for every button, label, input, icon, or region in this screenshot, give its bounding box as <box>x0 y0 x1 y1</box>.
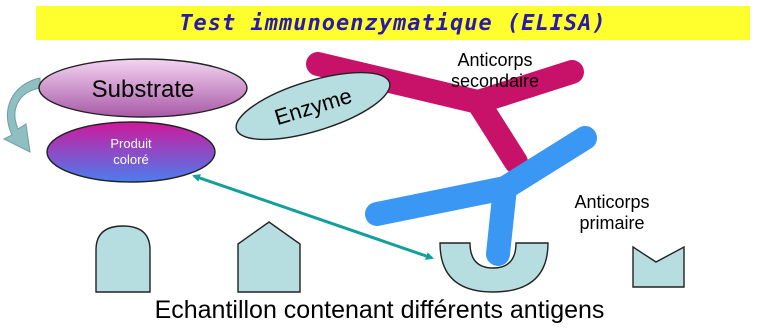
secondary-antibody <box>306 52 584 174</box>
reaction-cycle-arrow <box>2 77 41 153</box>
secondary-antibody-label: Anticorps secondaire <box>420 50 570 92</box>
antigen-arch <box>95 225 151 293</box>
sample-caption: Echantillon contenant différents antigen… <box>154 296 605 324</box>
product-label-line1: Produit <box>110 136 152 151</box>
colored-product-ellipse: Produit coloré <box>46 121 216 183</box>
primary-label-line2: primaire <box>579 213 645 234</box>
page-title: Test immunoenzymatique (ELISA) <box>179 10 607 36</box>
antigen-chevron <box>632 245 685 288</box>
title-banner: Test immunoenzymatique (ELISA) <box>36 6 750 40</box>
primary-antibody-label: Anticorps primaire <box>542 192 682 234</box>
antigen-pentagon <box>237 221 301 293</box>
substrate-ellipse: Substrate <box>38 58 248 118</box>
secondary-label-line2: secondaire <box>450 71 540 92</box>
primary-label-line1: Anticorps <box>574 192 650 212</box>
substrate-label: Substrate <box>92 76 195 103</box>
product-label-line2: coloré <box>113 152 148 167</box>
secondary-label-line1: Anticorps <box>457 50 533 70</box>
binding-double-arrow <box>192 174 434 260</box>
antigen-bowl <box>439 242 549 293</box>
enzyme-ellipse: Enzyme <box>235 71 391 141</box>
